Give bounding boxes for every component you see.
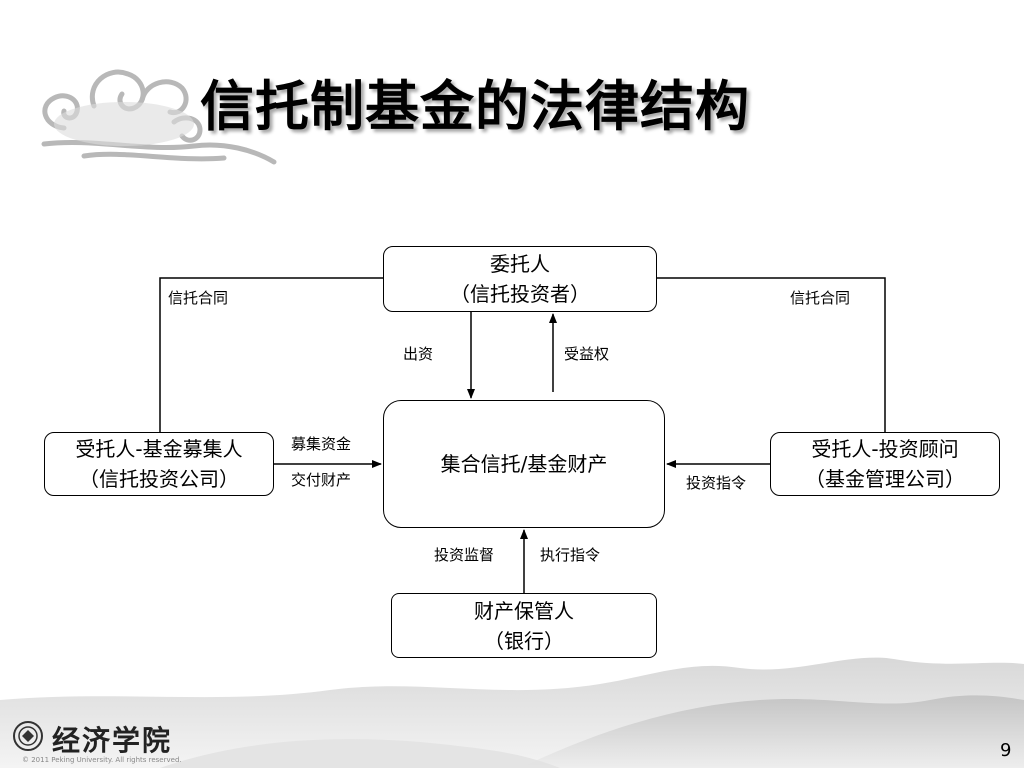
custodian-role: （银行） (484, 628, 564, 653)
page-title: 信托制基金的法律结构 (200, 75, 750, 138)
trustee-advisor-name: 受托人-投资顾问 (811, 437, 959, 461)
school-logo: 经济学院 (12, 718, 182, 758)
custodian-box: 财产保管人 （银行） (391, 593, 657, 658)
entruster-role: （信托投资者） (450, 282, 590, 306)
trust-assets-name: 集合信托/基金财产 (440, 452, 608, 476)
trustee-fund-raiser-role: （信托投资公司） (79, 467, 239, 491)
school-name: 经济学院 (52, 724, 173, 757)
trustee-advisor-box: 受托人-投资顾问 （基金管理公司） (770, 432, 1000, 496)
capital-contribution-label: 出资 (403, 345, 434, 363)
contract-left-label: 信托合同 (168, 289, 229, 307)
contract-left-line (159, 277, 383, 432)
entruster-box: 委托人 （信托投资者） (383, 246, 657, 312)
cloud-ornament (41, 69, 277, 165)
contract-right-label: 信托合同 (790, 289, 851, 307)
university-seal-icon (13, 721, 43, 751)
contract-right-line (657, 277, 886, 432)
page-number: 9 (1000, 740, 1012, 761)
entruster-name: 委托人 (490, 252, 550, 276)
execute-instruction-label: 执行指令 (540, 546, 601, 564)
trust-assets-box: 集合信托/基金财产 (383, 400, 665, 528)
beneficial-right-label: 受益权 (564, 345, 610, 363)
copyright-text: © 2011 Peking University. All rights res… (22, 756, 182, 764)
custodian-name: 财产保管人 (474, 598, 574, 623)
trustee-advisor-role: （基金管理公司） (805, 467, 965, 491)
raise-funds-label: 募集资金 (291, 435, 352, 453)
trustee-fund-raiser-box: 受托人-基金募集人 （信托投资公司） (44, 432, 274, 496)
investment-instruction-label: 投资指令 (686, 474, 747, 492)
deliver-property-label: 交付财产 (291, 471, 352, 489)
trustee-fund-raiser-name: 受托人-基金募集人 (75, 437, 243, 461)
investment-supervision-label: 投资监督 (434, 546, 495, 564)
